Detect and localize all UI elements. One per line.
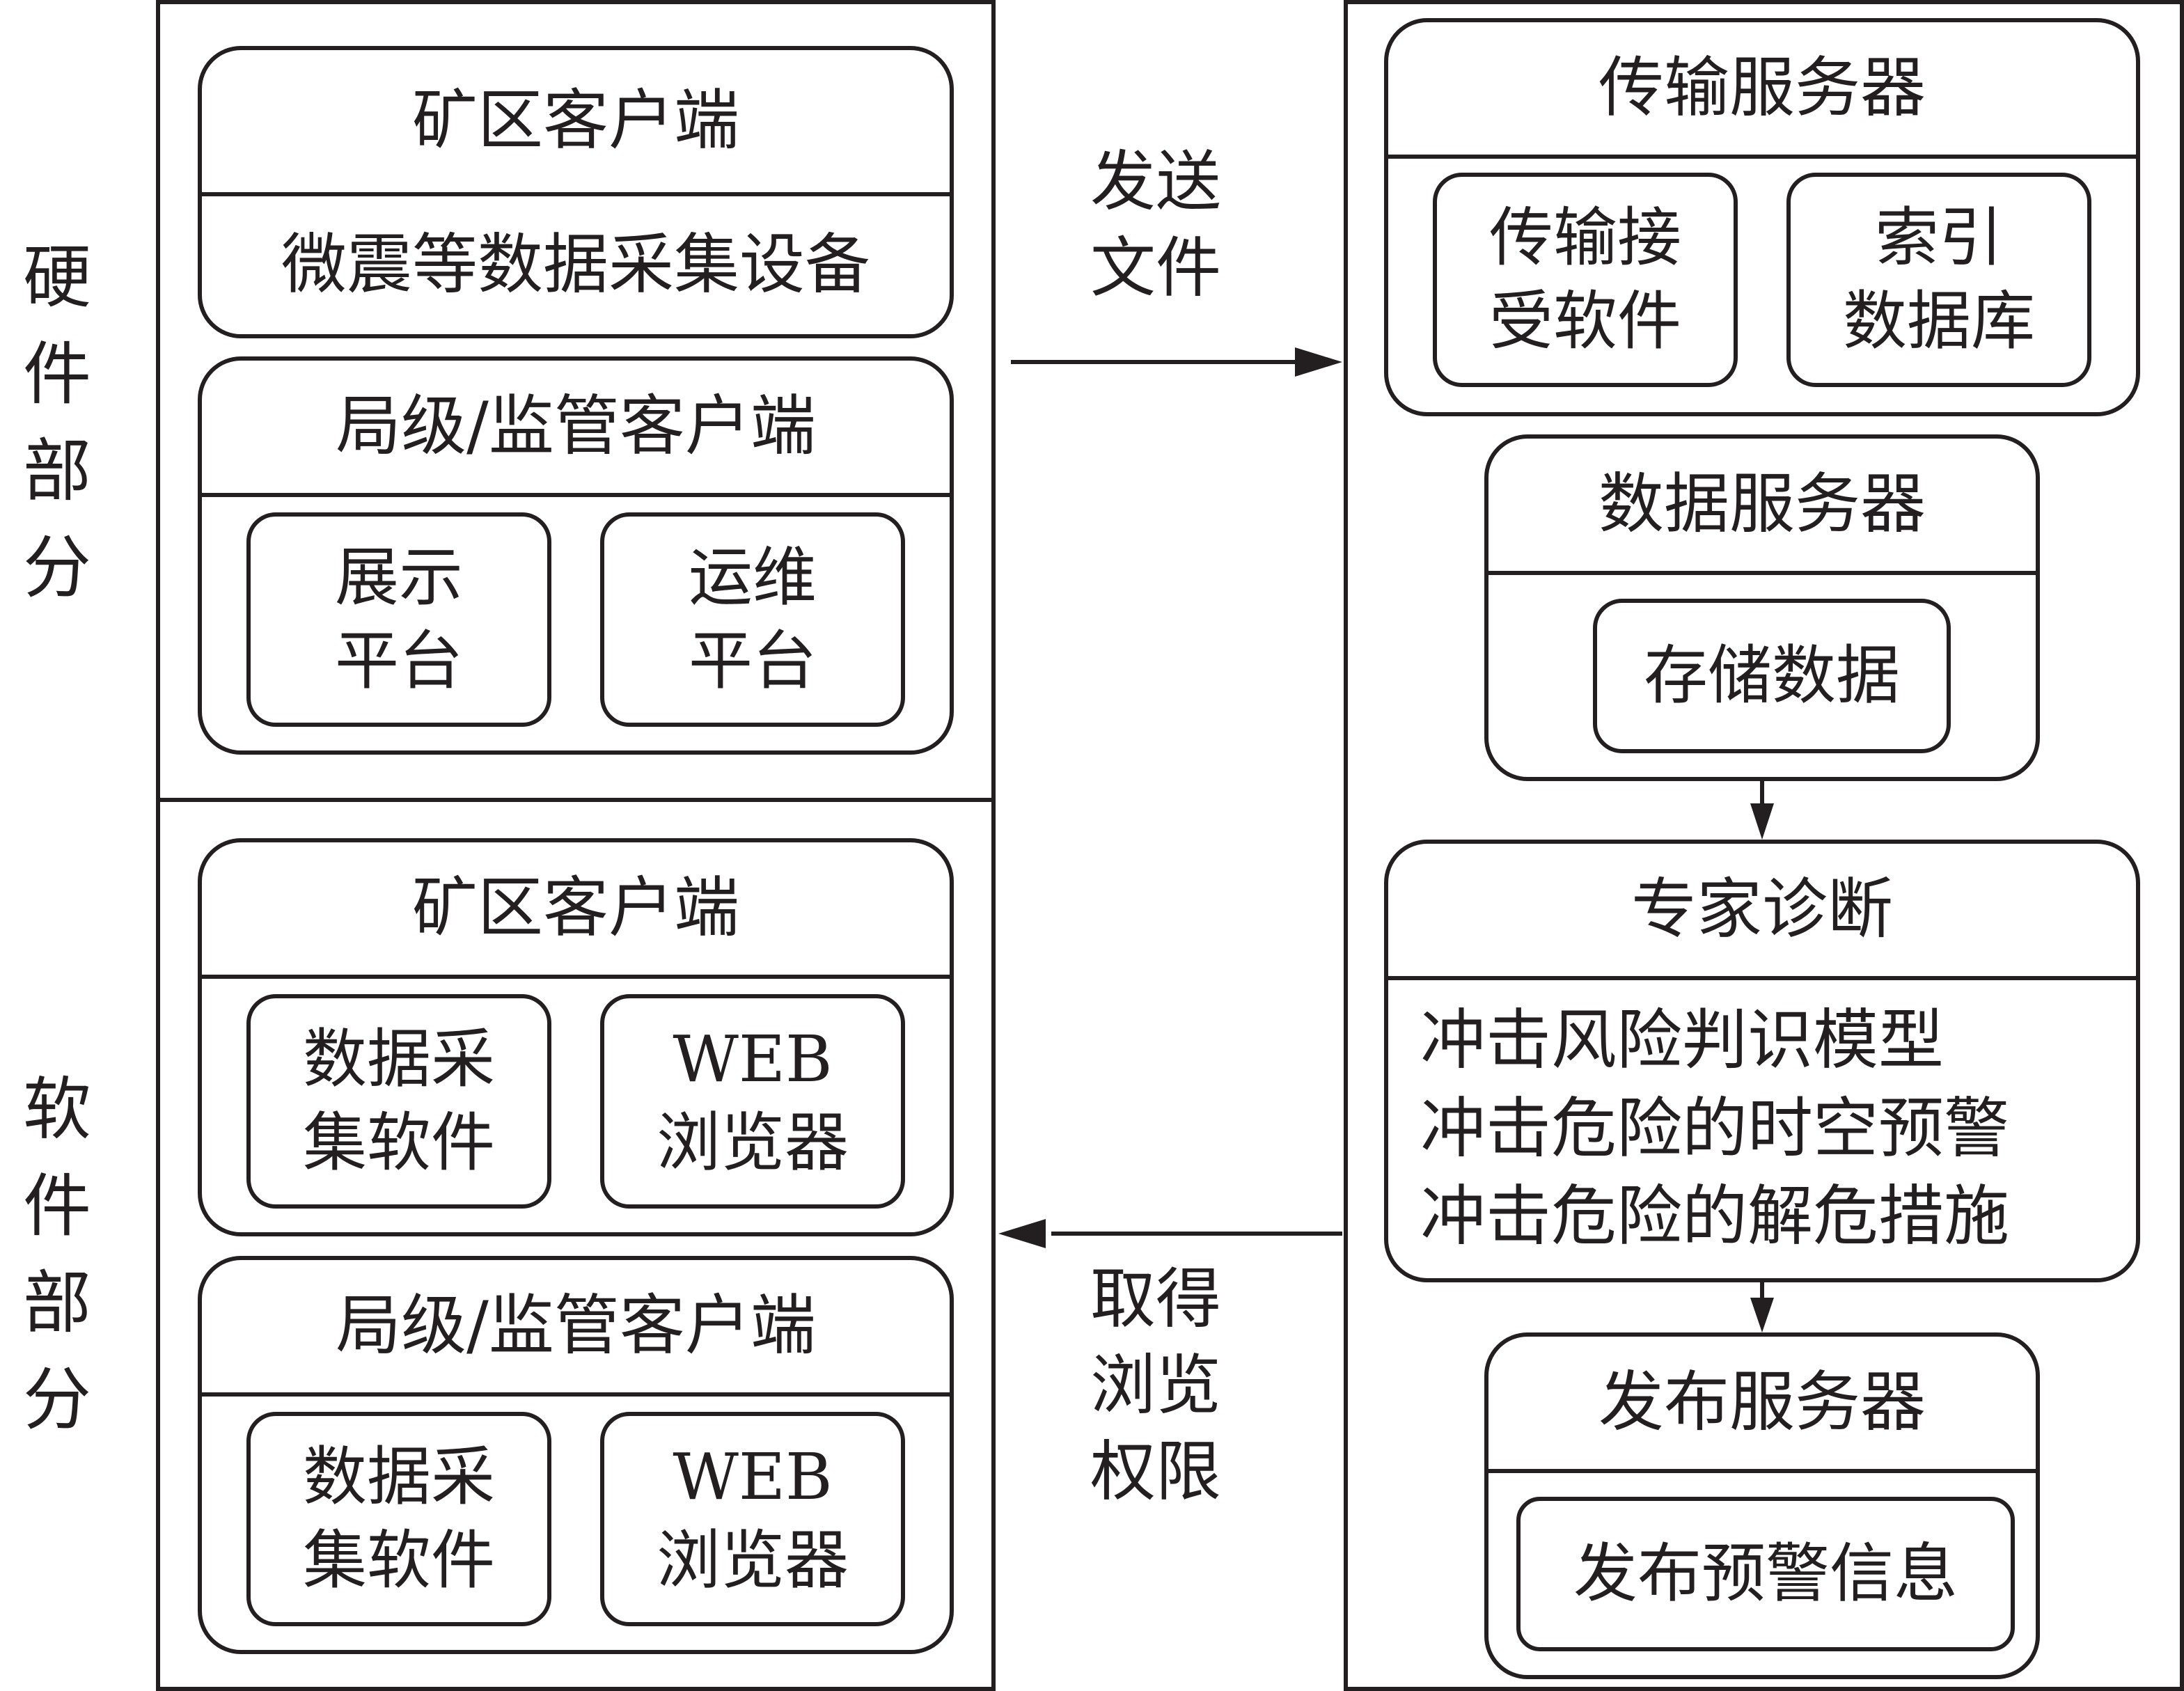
- send-files-arrow: [1011, 347, 1342, 377]
- send-files-label: 发送 文件: [1090, 144, 1221, 307]
- software-mine-client-title: 矿区客户端: [202, 842, 950, 979]
- hardware-section-label: 硬 件 部 分: [22, 238, 91, 608]
- publish-server-title: 发布服务器: [1488, 1337, 2036, 1473]
- display-platform-box: 展示 平台: [246, 512, 551, 727]
- impact-risk-model-line: 冲击风险判识模型: [1420, 1002, 1945, 1078]
- index-database-box: 索引 数据库: [1786, 173, 2091, 387]
- transfer-server-title: 传输服务器: [1388, 22, 2136, 159]
- software-bureau-data-collection-box: 数据采 集软件: [246, 1412, 551, 1626]
- expert-diagnosis-box: 专家诊断 冲击风险判识模型 冲击危险的时空预警 冲击危险的解危措施: [1384, 840, 2140, 1282]
- hardware-software-divider: [156, 798, 996, 802]
- transfer-receive-software-box: 传输接 受软件: [1433, 173, 1738, 387]
- data-server-title: 数据服务器: [1488, 439, 2036, 575]
- ops-platform-box: 运维 平台: [600, 512, 905, 727]
- spatiotemporal-warning-line: 冲击危险的时空预警: [1420, 1090, 2010, 1167]
- software-bureau-web-browser-box: WEB 浏览器: [600, 1412, 905, 1626]
- software-mine-web-browser-box: WEB 浏览器: [600, 994, 905, 1209]
- store-data-box: 存储数据: [1593, 599, 1951, 753]
- hardware-mine-client-content: 微震等数据采集设备: [281, 227, 870, 304]
- hardware-mine-client-title: 矿区客户端: [202, 50, 950, 196]
- browse-permission-label: 取得 浏览 权限: [1090, 1261, 1221, 1511]
- hardware-mine-client-box: 矿区客户端 微震等数据采集设备: [198, 46, 954, 338]
- browse-permission-arrow: [998, 1219, 1342, 1248]
- software-mine-data-collection-box: 数据采 集软件: [246, 994, 551, 1209]
- expert-diagnosis-title: 专家诊断: [1388, 844, 2136, 980]
- publish-warning-info-box: 发布预警信息: [1516, 1497, 2015, 1651]
- danger-relief-measures-line: 冲击危险的解危措施: [1420, 1179, 2010, 1255]
- software-bureau-client-title: 局级/监管客户端: [202, 1260, 950, 1397]
- hardware-bureau-client-title: 局级/监管客户端: [202, 361, 950, 497]
- software-section-label: 软 件 部 分: [22, 1070, 91, 1440]
- data-to-expert-arrow: [1750, 778, 1774, 840]
- expert-to-publish-arrow: [1750, 1280, 1774, 1332]
